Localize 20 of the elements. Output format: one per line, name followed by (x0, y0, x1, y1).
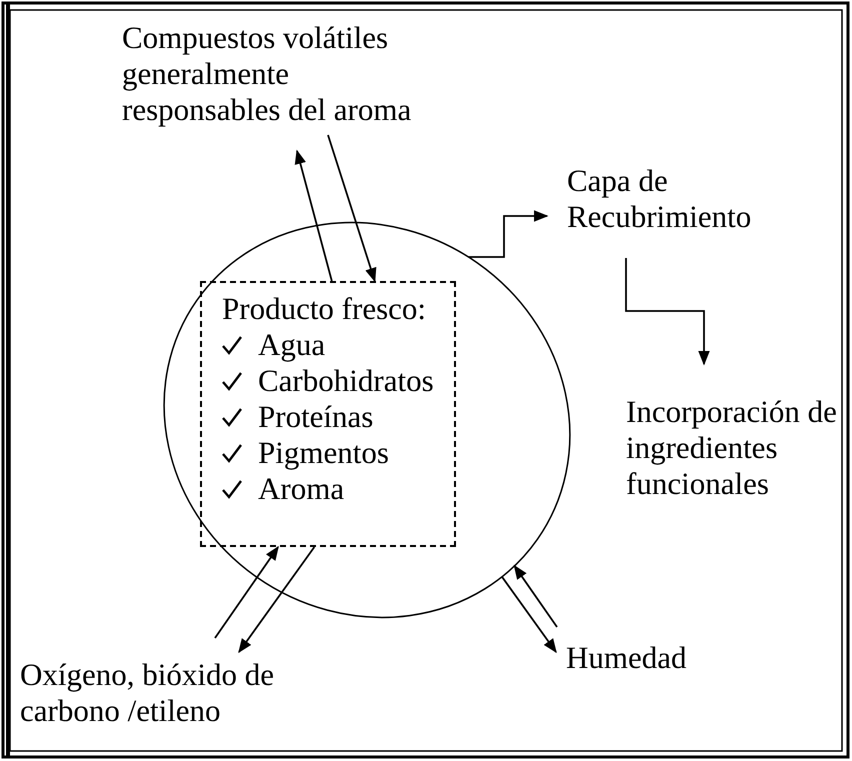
arrow (501, 576, 557, 654)
arrow (625, 258, 710, 366)
arrow (468, 210, 548, 258)
list-item: Aroma (258, 471, 344, 507)
flow-label: Compuestos volátiles generalmente responsables del aroma (122, 20, 412, 128)
arrow (214, 546, 279, 639)
product-box (200, 281, 456, 547)
list-item: Pigmentos (258, 435, 389, 471)
arrow (327, 134, 376, 282)
list-item: Proteínas (258, 399, 374, 435)
arrow (238, 546, 316, 654)
box-heading: Producto fresco: (222, 291, 426, 326)
flow-label: Humedad (566, 640, 688, 676)
flow-label: Incorporación de ingredientes funcionales (626, 394, 838, 502)
list-item: Agua (258, 327, 326, 363)
flow-label: Oxígeno, bióxido de carbono /etileno (20, 657, 275, 729)
arrow (514, 564, 558, 628)
list-item: Carbohidratos (258, 363, 434, 399)
arrow (294, 150, 333, 282)
flow-label: Capa de Recubrimiento (567, 163, 752, 235)
